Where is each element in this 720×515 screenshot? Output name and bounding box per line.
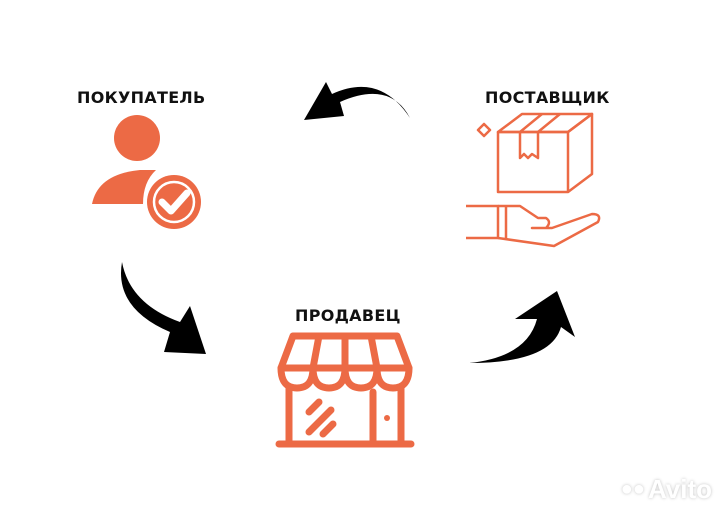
user-check-icon xyxy=(92,115,201,229)
box-in-hand-icon xyxy=(466,112,601,248)
curved-arrow-left-icon xyxy=(304,82,410,120)
buyer-label: ПОКУПАТЕЛЬ xyxy=(77,88,206,107)
avito-logo-icon: ●● xyxy=(620,478,645,500)
curved-arrow-down-right-icon xyxy=(121,262,206,354)
curved-arrow-up-right-icon xyxy=(469,291,575,363)
seller-label: ПРОДАВЕЦ xyxy=(295,306,401,325)
supplier-label: ПОСТАВЩИК xyxy=(485,88,610,107)
storefront-icon xyxy=(275,332,415,448)
watermark-text: Avito xyxy=(647,474,712,504)
avito-watermark: ●● Avito xyxy=(621,474,712,505)
